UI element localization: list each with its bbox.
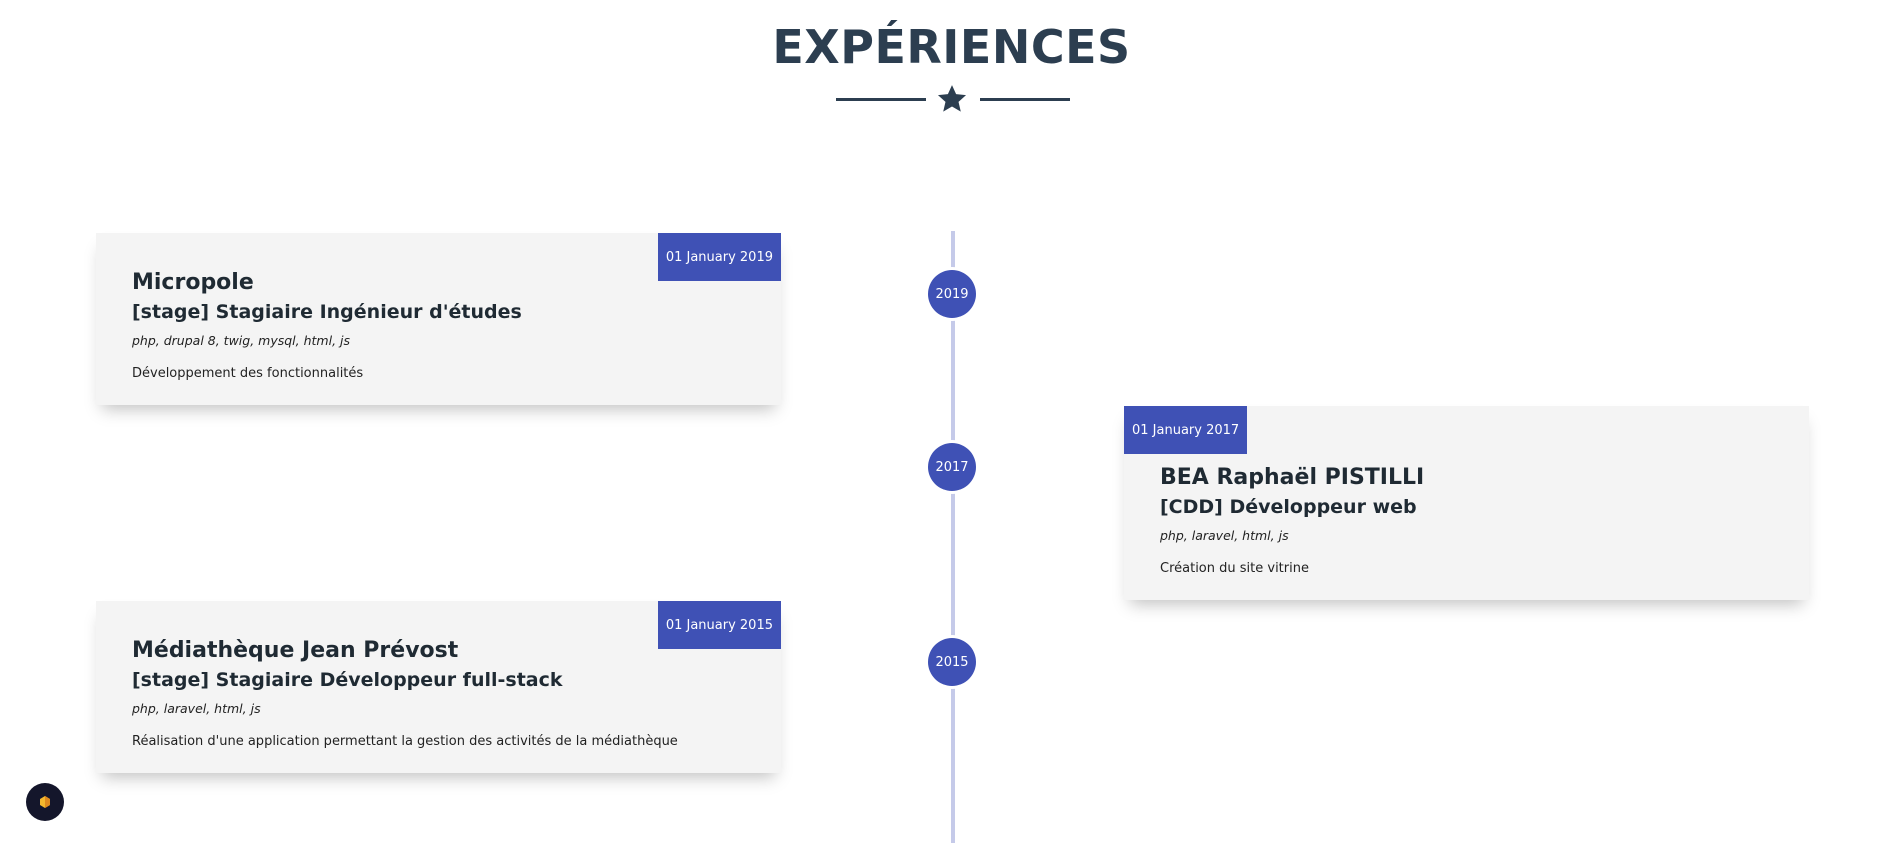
- tech-stack: php, drupal 8, twig, mysql, html, js: [132, 333, 350, 349]
- date-badge: 01 January 2019: [657, 233, 781, 281]
- divider-line-right: [980, 98, 1070, 101]
- date-badge: 01 January 2015: [657, 601, 781, 649]
- experience-card: 01 January 2019 Micropole [stage] Stagia…: [96, 233, 781, 405]
- job-role: [CDD] Développeur web: [1160, 495, 1417, 518]
- timeline-axis: [951, 231, 955, 843]
- tech-stack: php, laravel, html, js: [132, 701, 261, 717]
- job-description: Création du site vitrine: [1160, 561, 1309, 577]
- job-role: [stage] Stagiaire Ingénieur d'études: [132, 300, 522, 323]
- experience-card: 01 January 2017 BEA Raphaël PISTILLI [CD…: [1124, 406, 1809, 600]
- year-marker: 2015: [928, 638, 976, 686]
- company-name: Micropole: [132, 270, 254, 295]
- year-marker: 2019: [928, 270, 976, 318]
- job-description: Réalisation d'une application permettant…: [132, 734, 678, 750]
- date-badge: 01 January 2017: [1124, 406, 1248, 454]
- badge-icon: [40, 796, 50, 808]
- job-description: Développement des fonctionnalités: [132, 366, 364, 382]
- floating-action-button[interactable]: [26, 783, 64, 821]
- divider-line-left: [836, 98, 926, 101]
- title-divider: [836, 82, 1070, 118]
- section-title: EXPÉRIENCES: [772, 20, 1131, 74]
- experience-card: 01 January 2015 Médiathèque Jean Prévost…: [96, 601, 781, 773]
- star-icon: [937, 85, 967, 112]
- job-role: [stage] Stagiaire Développeur full-stack: [132, 668, 563, 691]
- tech-stack: php, laravel, html, js: [1160, 528, 1289, 544]
- company-name: Médiathèque Jean Prévost: [132, 638, 459, 663]
- year-marker: 2017: [928, 443, 976, 491]
- company-name: BEA Raphaël PISTILLI: [1160, 465, 1425, 490]
